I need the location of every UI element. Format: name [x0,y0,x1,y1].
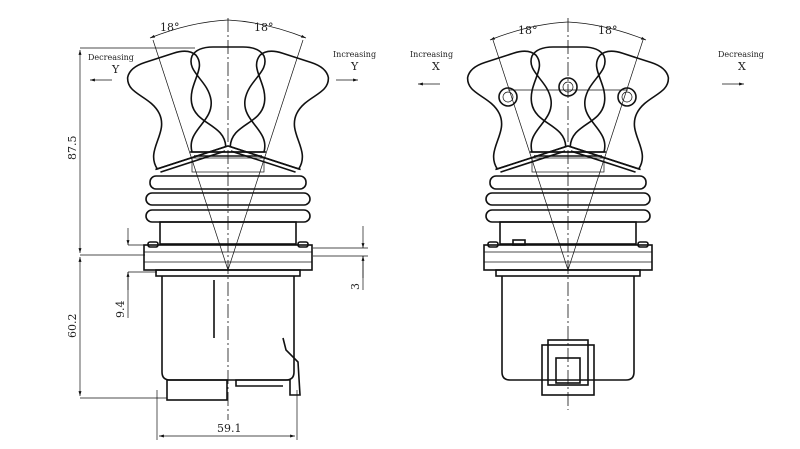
axis-label-y-left: Y [111,63,120,76]
angle-label-left: 18° [160,21,180,34]
angle-label-left-x: 18° [518,24,538,37]
direction-label-decreasing: Decreasing [88,53,134,62]
angle-label-right-x: 18° [598,24,618,37]
dim-9-4: 9.4 [114,301,127,319]
direction-label-decreasing-x: Decreasing [718,50,764,59]
dim-87-5: 87.5 [66,136,79,161]
dim-59-1: 59.1 [217,422,242,435]
axis-label-x-left: X [432,60,440,73]
knob-button-right [617,87,637,107]
knob-button-left [498,87,518,107]
side-view-x: 18° 18° Increasing X Decreasing X [410,18,764,410]
side-view-y: 18° 18° Decreasing Y Increasing Y 87.5 6… [66,18,376,440]
knob-button-center [558,77,578,97]
axis-label-y-right: Y [350,60,359,73]
dim-3: 3 [349,283,362,290]
axis-label-x-right: X [738,60,746,73]
direction-label-increasing: Increasing [333,50,376,59]
angle-label-right: 18° [254,21,274,34]
direction-label-increasing-x: Increasing [410,50,453,59]
dim-60-2: 60.2 [66,314,79,339]
